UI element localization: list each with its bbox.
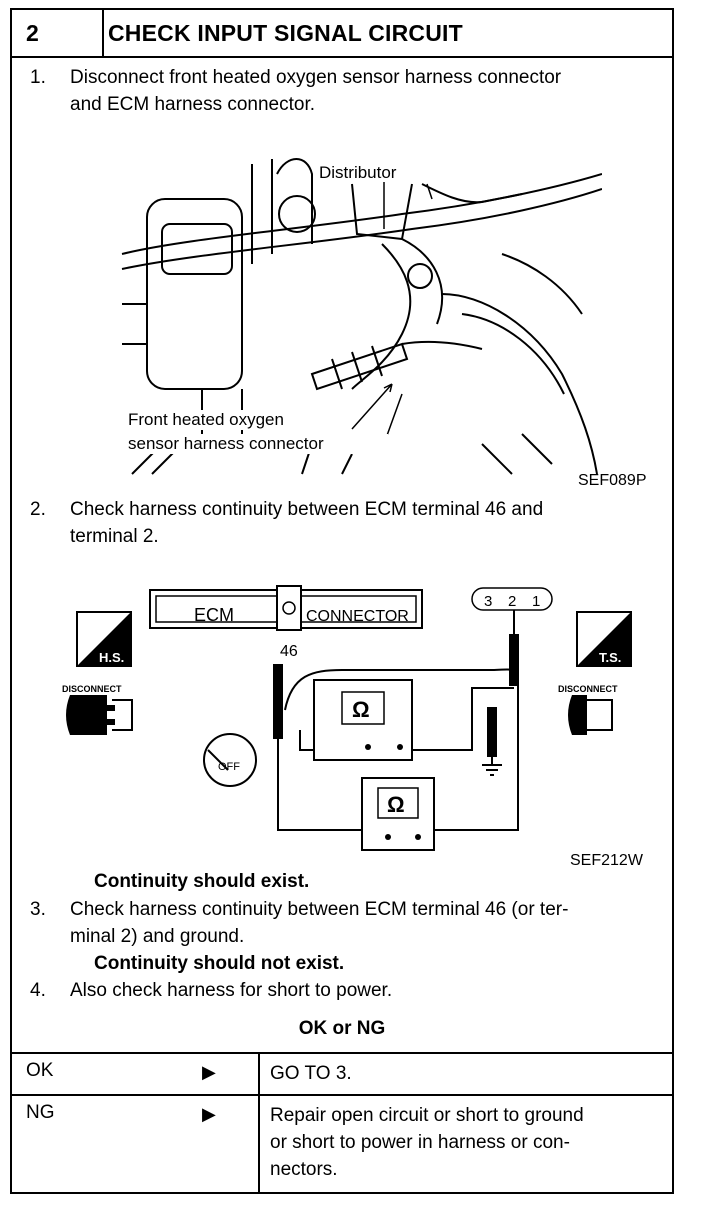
pin-2-label: 2 [508, 593, 516, 610]
step-2-line-1: Check harness continuity between ECM ter… [70, 499, 544, 520]
ecm-label: ECM [194, 605, 234, 625]
ignition-key-icon [203, 733, 257, 787]
procedure-title: CHECK INPUT SIGNAL CIRCUIT [108, 20, 463, 46]
arrow-icon: ▶ [202, 1062, 216, 1082]
ok-action: GO TO 3. [270, 1063, 352, 1084]
pin-3-label: 3 [484, 593, 492, 610]
continuity-test-diagram: ECM CONNECTOR 46 3 2 1 H.S. T.S. DISCONN… [62, 585, 632, 851]
connector-label-line-2: sensor harness connector [128, 434, 324, 453]
hs-label: H.S. [99, 650, 124, 665]
terminal-46-label: 46 [280, 643, 298, 660]
continuity-exist-note: Continuity should exist. [94, 871, 310, 892]
step-4-line-1: Also check harness for short to power. [70, 980, 393, 1001]
procedure-header: 2 CHECK INPUT SIGNAL CIRCUIT [12, 10, 672, 58]
ohm-symbol-2: Ω [387, 792, 405, 817]
ohm-symbol-1: Ω [352, 697, 370, 722]
step-3-number: 3. [30, 899, 46, 920]
ts-label: T.S. [599, 650, 621, 665]
disconnect-left-label: DISCONNECT [62, 684, 122, 694]
ohmmeter-1 [313, 679, 413, 761]
step-2-number: 2. [30, 499, 46, 520]
ignition-off-label: OFF [218, 761, 240, 773]
step-1-line-1: Disconnect front heated oxygen sensor ha… [70, 67, 562, 88]
continuity-not-exist-note: Continuity should not exist. [94, 953, 345, 974]
procedure-box: 2 CHECK INPUT SIGNAL CIRCUIT 1. Disconne… [10, 8, 674, 1194]
step-4-number: 4. [30, 980, 46, 1001]
ok-or-ng-title: OK or NG [298, 1018, 386, 1039]
connector-label-line-1: Front heated oxygen [128, 410, 284, 429]
step-1-number: 1. [30, 67, 46, 88]
result-row-ok: OK ▶ GO TO 3. [12, 1052, 672, 1096]
figure-2-code: SEF212W [570, 852, 643, 869]
ohmmeter-2 [361, 777, 435, 851]
sensor-connector [471, 587, 553, 611]
pin-1-label: 1 [532, 593, 540, 610]
status-ng: NG [26, 1102, 55, 1123]
step-3-line-2: minal 2) and ground. [70, 926, 245, 947]
status-ok: OK [26, 1060, 54, 1081]
step-2-line-2: terminal 2. [70, 526, 159, 547]
ng-action-line-1: Repair open circuit or short to ground [270, 1105, 584, 1126]
arrow-icon: ▶ [202, 1104, 216, 1124]
ng-action-line-2: or short to power in harness or con- [270, 1132, 570, 1153]
step-number: 2 [12, 10, 104, 56]
engine-bay-illustration: Distributor Front heated oxygen sensor h… [121, 158, 602, 475]
step-1-line-2: and ECM harness connector. [70, 94, 316, 115]
ng-action-line-3: nectors. [270, 1159, 338, 1180]
disconnect-right-label: DISCONNECT [558, 684, 618, 694]
connector-label: CONNECTOR [306, 608, 409, 625]
figure-1-code: SEF089P [578, 472, 647, 489]
distributor-label: Distributor [319, 163, 397, 182]
step-3-line-1: Check harness continuity between ECM ter… [70, 899, 569, 920]
result-row-ng: NG ▶ Repair open circuit or short to gro… [12, 1094, 672, 1194]
